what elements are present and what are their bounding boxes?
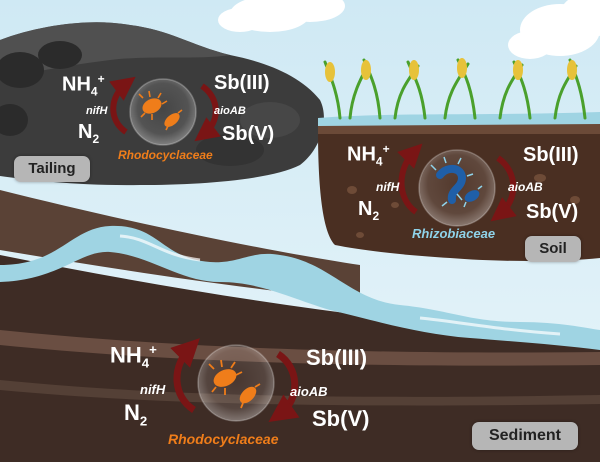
sediment-layer bbox=[0, 330, 600, 366]
tailing-nitrogen-label: N2 bbox=[78, 121, 100, 146]
soil-nitrogen-label: N2 bbox=[358, 198, 380, 223]
tailing-badge: Tailing bbox=[14, 156, 90, 182]
sediment-nitrogen-label: N2 bbox=[124, 400, 148, 429]
antimony-oxidation-arrow-icon bbox=[268, 351, 300, 423]
soil-family-label: Rhizobiaceae bbox=[412, 226, 496, 241]
soil-nifh-gene-label: nifH bbox=[376, 180, 400, 194]
sediment-aioab-gene-label: aioAB bbox=[290, 384, 328, 399]
rhodocyclaceae-microbe-icon bbox=[138, 90, 183, 131]
sediment-microbe-bubble bbox=[197, 344, 275, 422]
soil-pebbles bbox=[347, 174, 580, 238]
soil-ammonium-label: NH4+ bbox=[347, 142, 390, 169]
tailing-sb5-label: Sb(V) bbox=[222, 123, 275, 145]
sediment-badge: Sediment bbox=[472, 422, 578, 450]
river bbox=[0, 225, 600, 350]
sediment-layer bbox=[0, 380, 600, 406]
river-highlight bbox=[419, 316, 561, 336]
river-highlight bbox=[119, 234, 201, 262]
tailing-family-label: Rhodocyclaceae bbox=[118, 148, 213, 162]
rice-grains bbox=[325, 58, 577, 82]
tailing-boulders bbox=[0, 41, 300, 166]
antimony-oxidation-arrow-icon bbox=[490, 155, 517, 222]
nitrogen-fixation-arrow-icon bbox=[397, 143, 423, 215]
soil-sb3-label: Sb(III) bbox=[523, 144, 579, 166]
sediment-sb5-label: Sb(V) bbox=[312, 406, 370, 431]
nitrogen-fixation-arrow-icon bbox=[109, 76, 136, 135]
cloud bbox=[508, 0, 600, 59]
antimony-oxidation-arrow-icon bbox=[194, 83, 221, 142]
tailing-nifh-gene-label: nifH bbox=[86, 105, 108, 117]
rhodocyclaceae-microbe-icon bbox=[208, 359, 261, 409]
sediment-nifh-gene-label: nifH bbox=[140, 382, 166, 397]
tailing-aioab-gene-label: aioAB bbox=[214, 105, 246, 117]
soil-sb5-label: Sb(V) bbox=[526, 201, 579, 223]
tailing-microbe-bubble bbox=[129, 78, 197, 146]
tailing-sb3-label: Sb(III) bbox=[214, 72, 270, 94]
rhizobiaceae-microbe-icon bbox=[430, 156, 483, 208]
cloud bbox=[218, 0, 345, 32]
sediment-family-label: Rhodocyclaceae bbox=[168, 431, 279, 447]
soil-badge: Soil bbox=[525, 236, 581, 262]
tailing-ammonium-label: NH4+ bbox=[62, 72, 105, 99]
nitrogen-fixation-arrow-icon bbox=[170, 338, 200, 413]
sediment-ammonium-label: NH4+ bbox=[110, 342, 157, 371]
sediment-sb3-label: Sb(III) bbox=[306, 345, 368, 370]
soil-aioab-gene-label: aioAB bbox=[508, 180, 543, 194]
